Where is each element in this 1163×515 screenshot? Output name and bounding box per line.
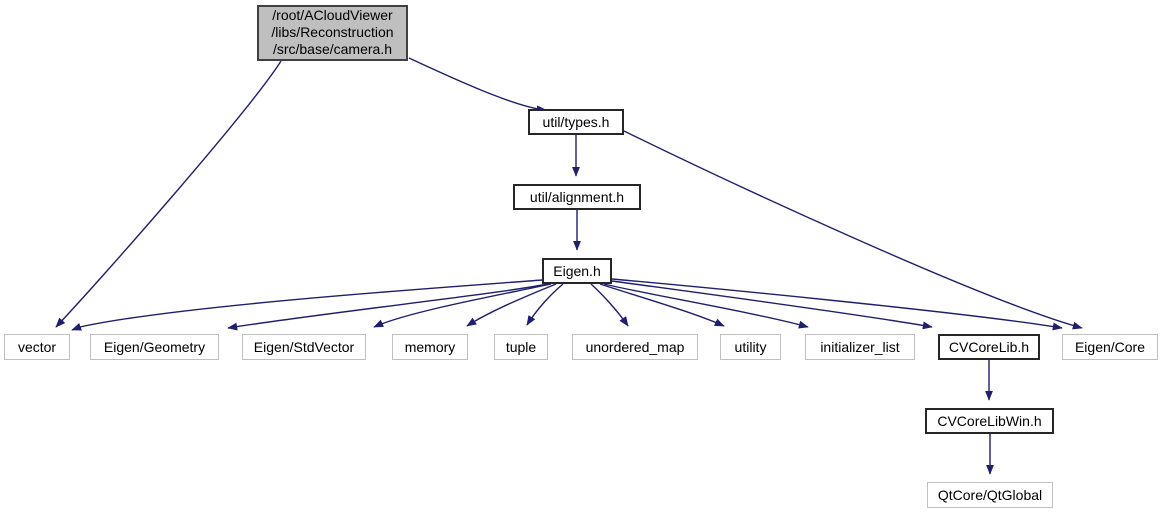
graph-edge-camera-to-types: [408, 57, 547, 114]
graph-node-label: memory: [404, 339, 456, 355]
graph-node-cvcorelibwin[interactable]: CVCoreLibWin.h: [925, 408, 1054, 434]
graph-edge-eigen-to-initializer_list: [603, 283, 809, 329]
graph-node-eigenstdvector[interactable]: Eigen/StdVector: [242, 334, 366, 360]
graph-node-label: vector: [17, 339, 57, 355]
graph-node-label: CVCoreLib.h: [948, 339, 1030, 355]
graph-node-label: util/types.h: [542, 114, 610, 130]
graph-node-label: util/alignment.h: [529, 189, 625, 205]
graph-node-label: CVCoreLibWin.h: [937, 413, 1042, 429]
graph-edge-eigen-to-utility: [599, 283, 725, 327]
graph-edge-types-to-eigencore: [623, 130, 1083, 330]
graph-node-tuple[interactable]: tuple: [494, 334, 548, 360]
graph-node-camera[interactable]: /root/ACloudViewer /libs/Reconstruction …: [257, 5, 408, 61]
graph-node-types[interactable]: util/types.h: [528, 109, 624, 135]
graph-node-label: utility: [734, 339, 767, 355]
graph-node-initializer_list[interactable]: initializer_list: [805, 334, 915, 360]
graph-node-utility[interactable]: utility: [720, 334, 781, 360]
graph-node-label: Eigen.h: [553, 263, 601, 279]
graph-node-label: QtCore/QtGlobal: [937, 487, 1043, 503]
graph-node-eigengeometry[interactable]: Eigen/Geometry: [90, 334, 219, 360]
graph-edge-camera-to-vector: [55, 60, 282, 328]
graph-edge-eigen-to-eigencore: [611, 278, 1063, 331]
graph-edge-eigen-to-memory: [466, 283, 557, 327]
graph-node-memory[interactable]: memory: [392, 334, 468, 360]
graph-edge-eigen-to-eigengeometry: [227, 283, 549, 331]
graph-node-label: Eigen/Core: [1074, 339, 1146, 355]
graph-node-label: unordered_map: [585, 339, 685, 355]
graph-node-label: tuple: [505, 339, 537, 355]
graph-node-label: Eigen/Geometry: [103, 339, 206, 355]
graph-node-alignment[interactable]: util/alignment.h: [513, 184, 641, 210]
graph-node-unordered_map[interactable]: unordered_map: [572, 334, 698, 360]
graph-node-eigen[interactable]: Eigen.h: [542, 258, 612, 284]
graph-node-cvcorelib[interactable]: CVCoreLib.h: [938, 334, 1040, 360]
graph-node-label: /root/ACloudViewer /libs/Reconstruction …: [271, 7, 394, 57]
graph-node-label: initializer_list: [820, 339, 900, 355]
graph-edge-eigen-to-tuple: [526, 283, 564, 326]
graph-node-vector[interactable]: vector: [4, 334, 70, 360]
graph-edge-eigen-to-unordered_map: [590, 283, 629, 327]
graph-edge-eigen-to-eigenstdvector: [373, 283, 552, 328]
graph-node-qtglobal[interactable]: QtCore/QtGlobal: [927, 482, 1053, 508]
graph-node-eigencore[interactable]: Eigen/Core: [1062, 334, 1158, 360]
graph-edge-eigen-to-cvcorelib: [611, 280, 933, 330]
graph-node-label: Eigen/StdVector: [253, 339, 355, 355]
graph-edge-eigen-to-vector: [71, 279, 543, 331]
